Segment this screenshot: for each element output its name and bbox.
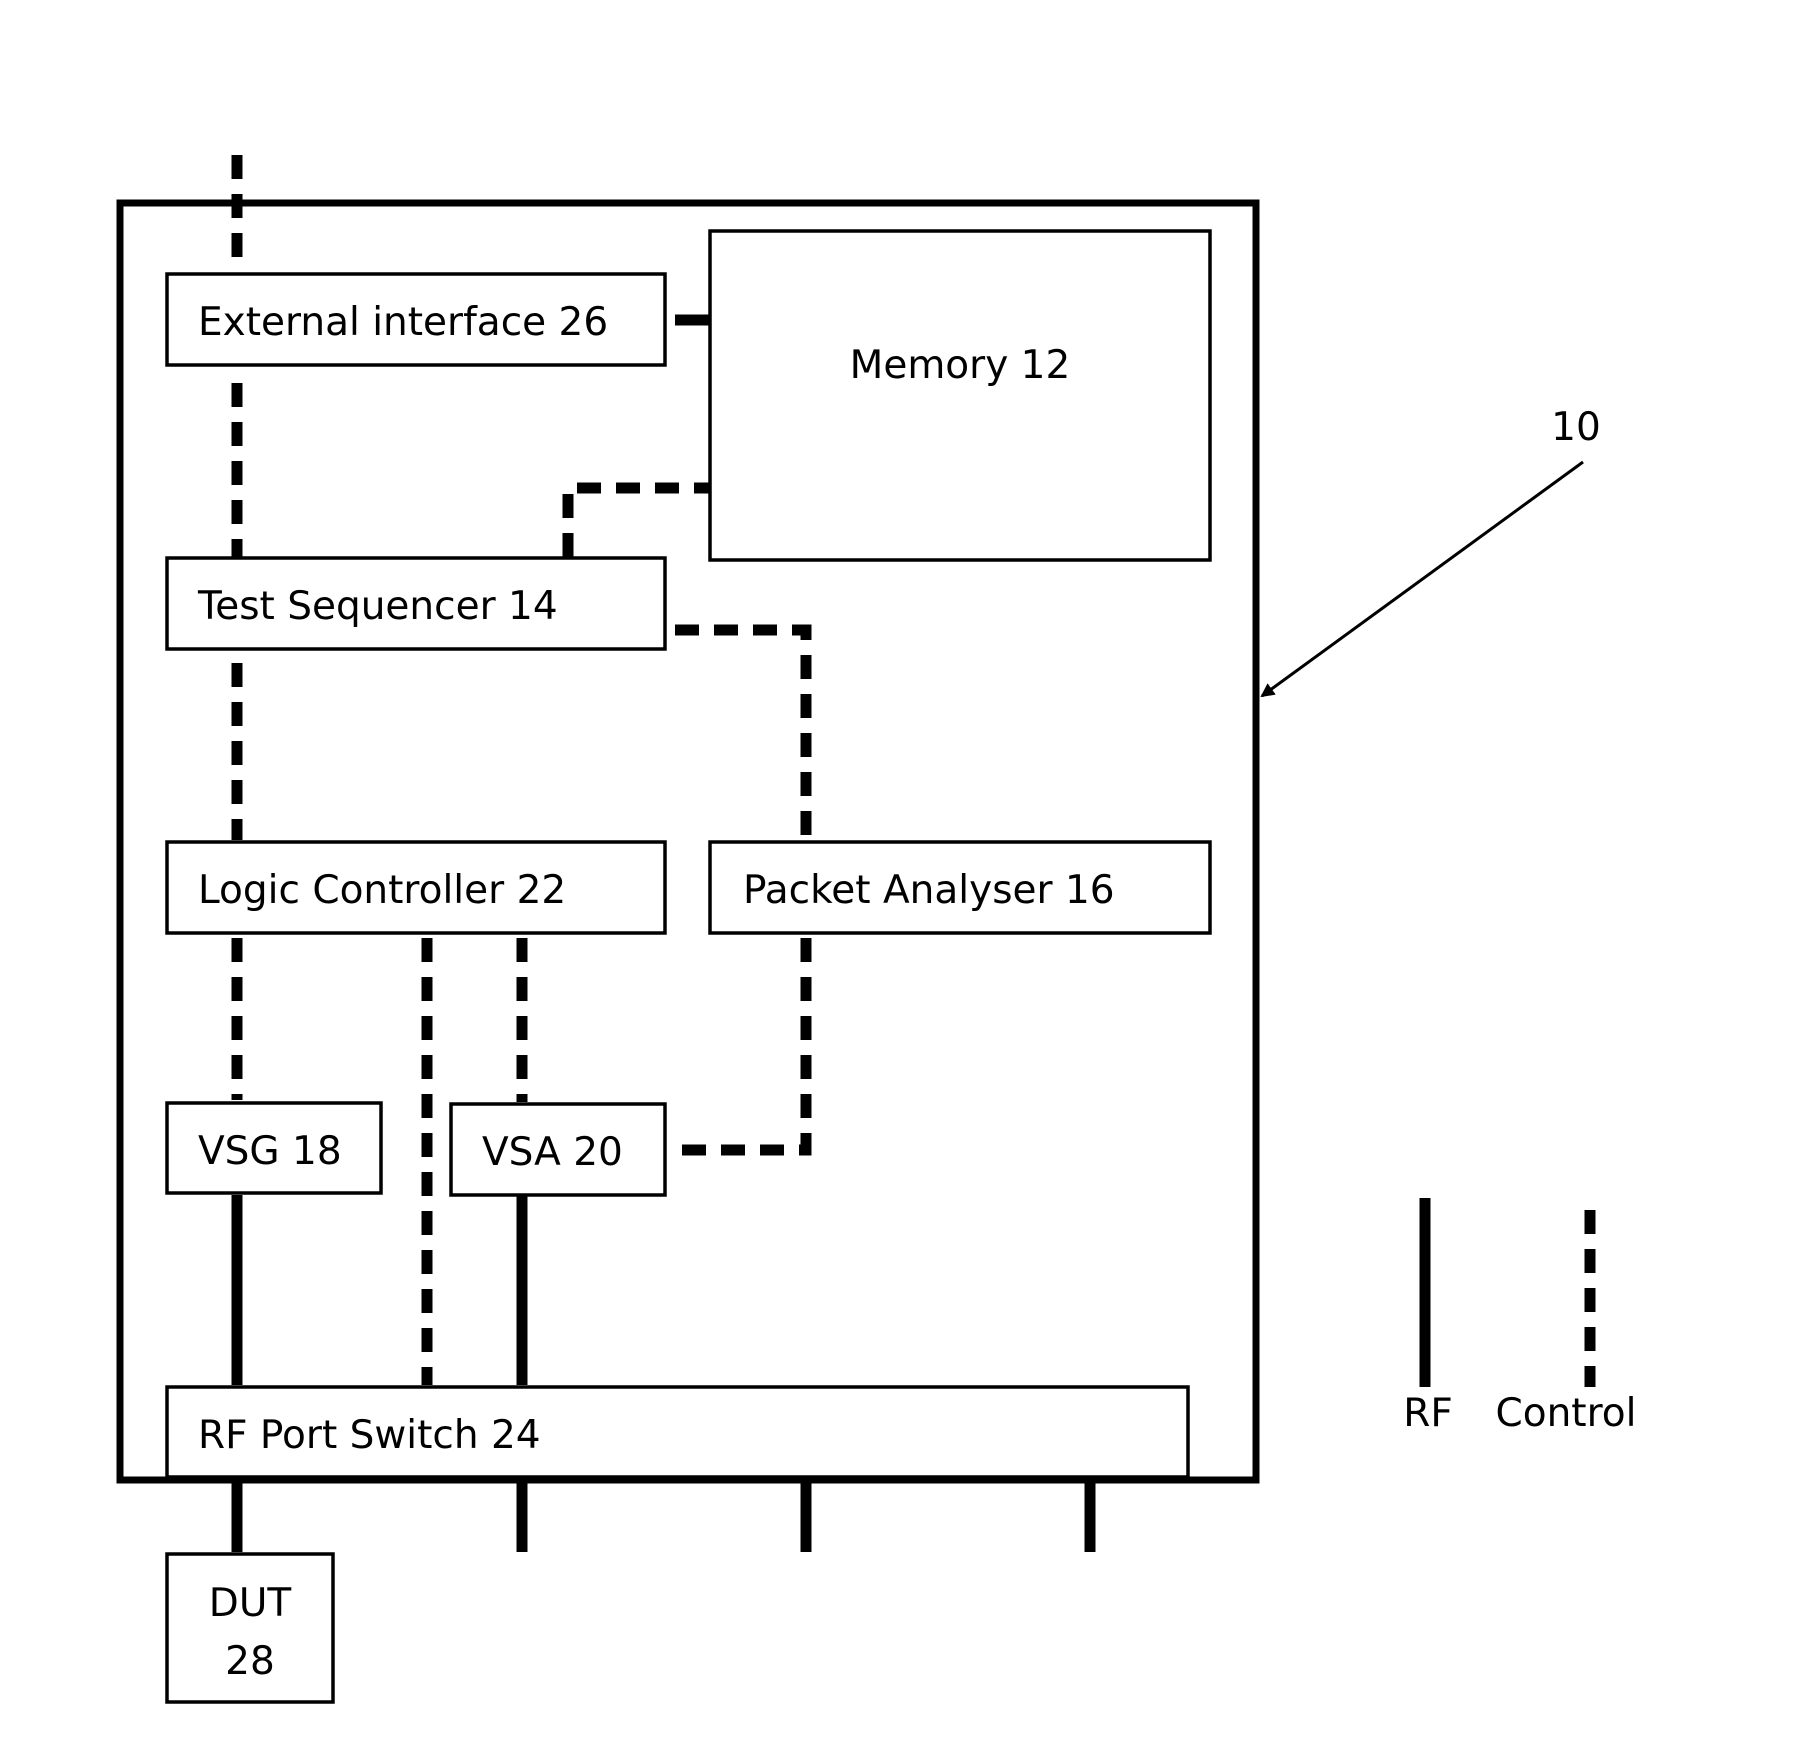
- control-link-analyser-to-vsa: [675, 938, 806, 1150]
- packet-analyser-label: Packet Analyser 16: [743, 868, 1115, 913]
- vsa-label: VSA 20: [482, 1130, 623, 1175]
- external-interface-label: External interface 26: [198, 300, 608, 345]
- packet-analyser-block: Packet Analyser 16: [710, 842, 1210, 933]
- dut-label-line2: 28: [225, 1639, 275, 1684]
- test-sequencer-block: Test Sequencer 14: [167, 558, 665, 649]
- logic-controller-label: Logic Controller 22: [198, 868, 566, 913]
- control-link-sequencer-to-analyser: [675, 630, 806, 840]
- device-reference-arrow: [1262, 462, 1583, 696]
- rf-port-switch-block: RF Port Switch 24: [167, 1387, 1188, 1477]
- test-sequencer-label: Test Sequencer 14: [197, 584, 558, 629]
- dut-label-line1: DUT: [209, 1581, 292, 1626]
- legend: RF Control: [1403, 1198, 1636, 1436]
- logic-controller-block: Logic Controller 22: [167, 842, 665, 933]
- external-interface-block: External interface 26: [167, 274, 665, 365]
- memory-label: Memory 12: [850, 343, 1071, 388]
- rf-port-switch-label: RF Port Switch 24: [198, 1413, 541, 1458]
- device-reference-numeral: 10: [1551, 405, 1601, 450]
- vsa-block: VSA 20: [451, 1104, 665, 1195]
- legend-rf-label: RF: [1403, 1391, 1453, 1436]
- dut-block: DUT 28: [167, 1554, 333, 1702]
- control-link-memory-to-sequencer: [568, 488, 710, 557]
- legend-control-label: Control: [1496, 1391, 1637, 1436]
- memory-block: Memory 12: [710, 231, 1210, 560]
- vsg-block: VSG 18: [167, 1103, 381, 1193]
- vsg-label: VSG 18: [198, 1129, 342, 1174]
